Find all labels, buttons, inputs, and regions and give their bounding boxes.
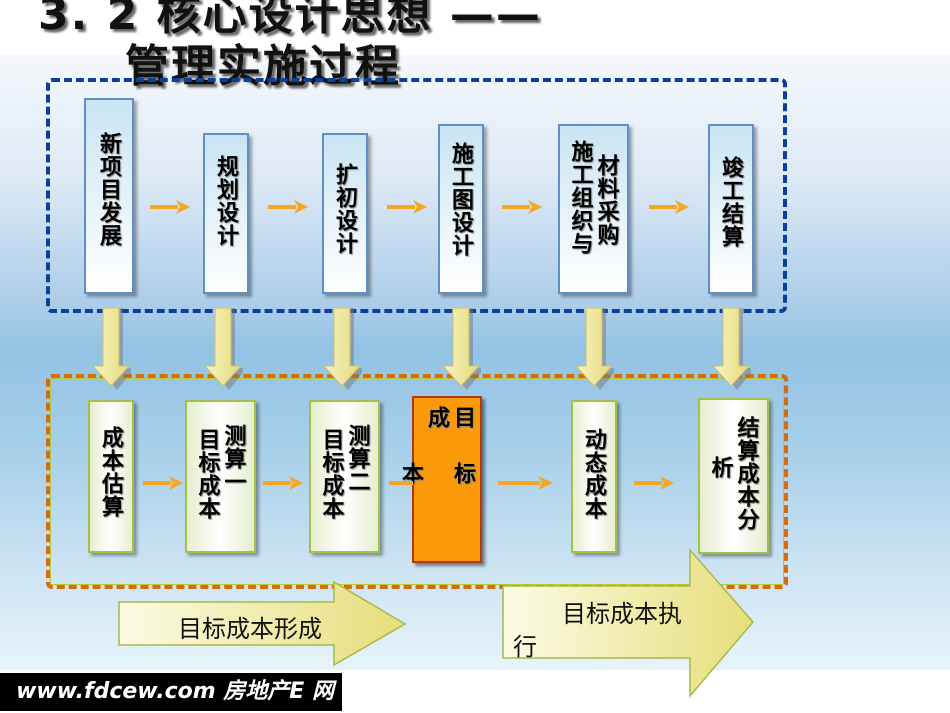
stage-label: 成本估算 (98, 426, 124, 518)
stage-label-col2: 测算一 (220, 424, 247, 493)
phase-label-formation: 目标成本形成 (178, 615, 322, 643)
slide-title-line1: 3. 2 核心设计思想 —— (38, 0, 542, 40)
process-stage-construction-drawing: 施工图设计 (438, 124, 484, 294)
down-arrow-icon (711, 308, 751, 390)
watermark-banner: www.fdcew.com 房地产E 网 (0, 673, 342, 711)
phase-label-execution-line1: 目标成本执 (562, 600, 682, 628)
process-stage-planning-design: 规划设计 (203, 133, 249, 294)
down-arrow-icon (322, 308, 362, 390)
stage-label: 施工图设计 (448, 142, 474, 257)
stage-label: 新项目发展 (96, 132, 122, 247)
down-arrow-icon (441, 308, 481, 390)
down-arrow-icon (203, 308, 243, 390)
down-arrow-icon (574, 308, 614, 390)
cost-stage-target-estimate-2: 目标成本 测算二 (309, 400, 380, 553)
stage-label-col2: 材料采购 (593, 154, 620, 246)
stage-label: 竣工结算 (718, 156, 744, 248)
process-stage-preliminary-design: 扩初设计 (322, 133, 368, 294)
flow-arrow-icon (502, 200, 542, 214)
cost-stage-target-cost-highlighted: 本 目标成 (398, 396, 482, 563)
down-arrow-icon (91, 308, 131, 390)
stage-label: 动态成本 (581, 428, 607, 520)
flow-arrow-icon (268, 200, 308, 214)
stage-label-col2: 析 (707, 456, 734, 479)
cost-stage-target-estimate-1: 目标成本 测算一 (185, 400, 256, 553)
process-stages-frame (46, 78, 787, 313)
stage-label-col1: 施工组织与 (567, 140, 594, 255)
stage-label-col2: 测算二 (344, 424, 371, 493)
process-stage-completion-settlement: 竣工结算 (708, 124, 754, 294)
phase-arrow-execution (502, 548, 754, 699)
slide-title-line2: 管理实施过程 (125, 41, 401, 92)
flow-arrow-icon (498, 476, 553, 490)
stage-label-col1: 结算成本分 (733, 416, 760, 531)
phase-label-execution-line2: 行 (513, 633, 537, 661)
stage-label-col1: 目标成本 (318, 428, 345, 520)
flow-arrow-icon (389, 481, 413, 485)
stage-label: 规划设计 (213, 155, 239, 247)
cost-stage-settlement-analysis: 析 结算成本分 (698, 398, 769, 554)
process-stage-new-project: 新项目发展 (84, 98, 134, 294)
cost-stage-dynamic-cost: 动态成本 (571, 400, 617, 553)
stage-label-col1: 目标成本 (194, 428, 221, 520)
process-stage-construction-procurement: 施工组织与 材料采购 (558, 124, 629, 294)
cost-stages-frame (46, 374, 788, 589)
stage-label-col1: 目标成 (424, 406, 476, 518)
flow-arrow-icon (263, 476, 303, 490)
flow-arrow-icon (150, 200, 190, 214)
flow-arrow-icon (634, 476, 674, 490)
flow-arrow-icon (387, 200, 427, 214)
phase-arrow-formation (118, 580, 407, 667)
flow-arrow-icon (649, 200, 689, 214)
stage-label: 扩初设计 (332, 163, 358, 255)
cost-stage-estimate: 成本估算 (88, 400, 134, 553)
flow-arrow-icon (143, 476, 183, 490)
stage-label-col2: 本 (398, 462, 424, 485)
